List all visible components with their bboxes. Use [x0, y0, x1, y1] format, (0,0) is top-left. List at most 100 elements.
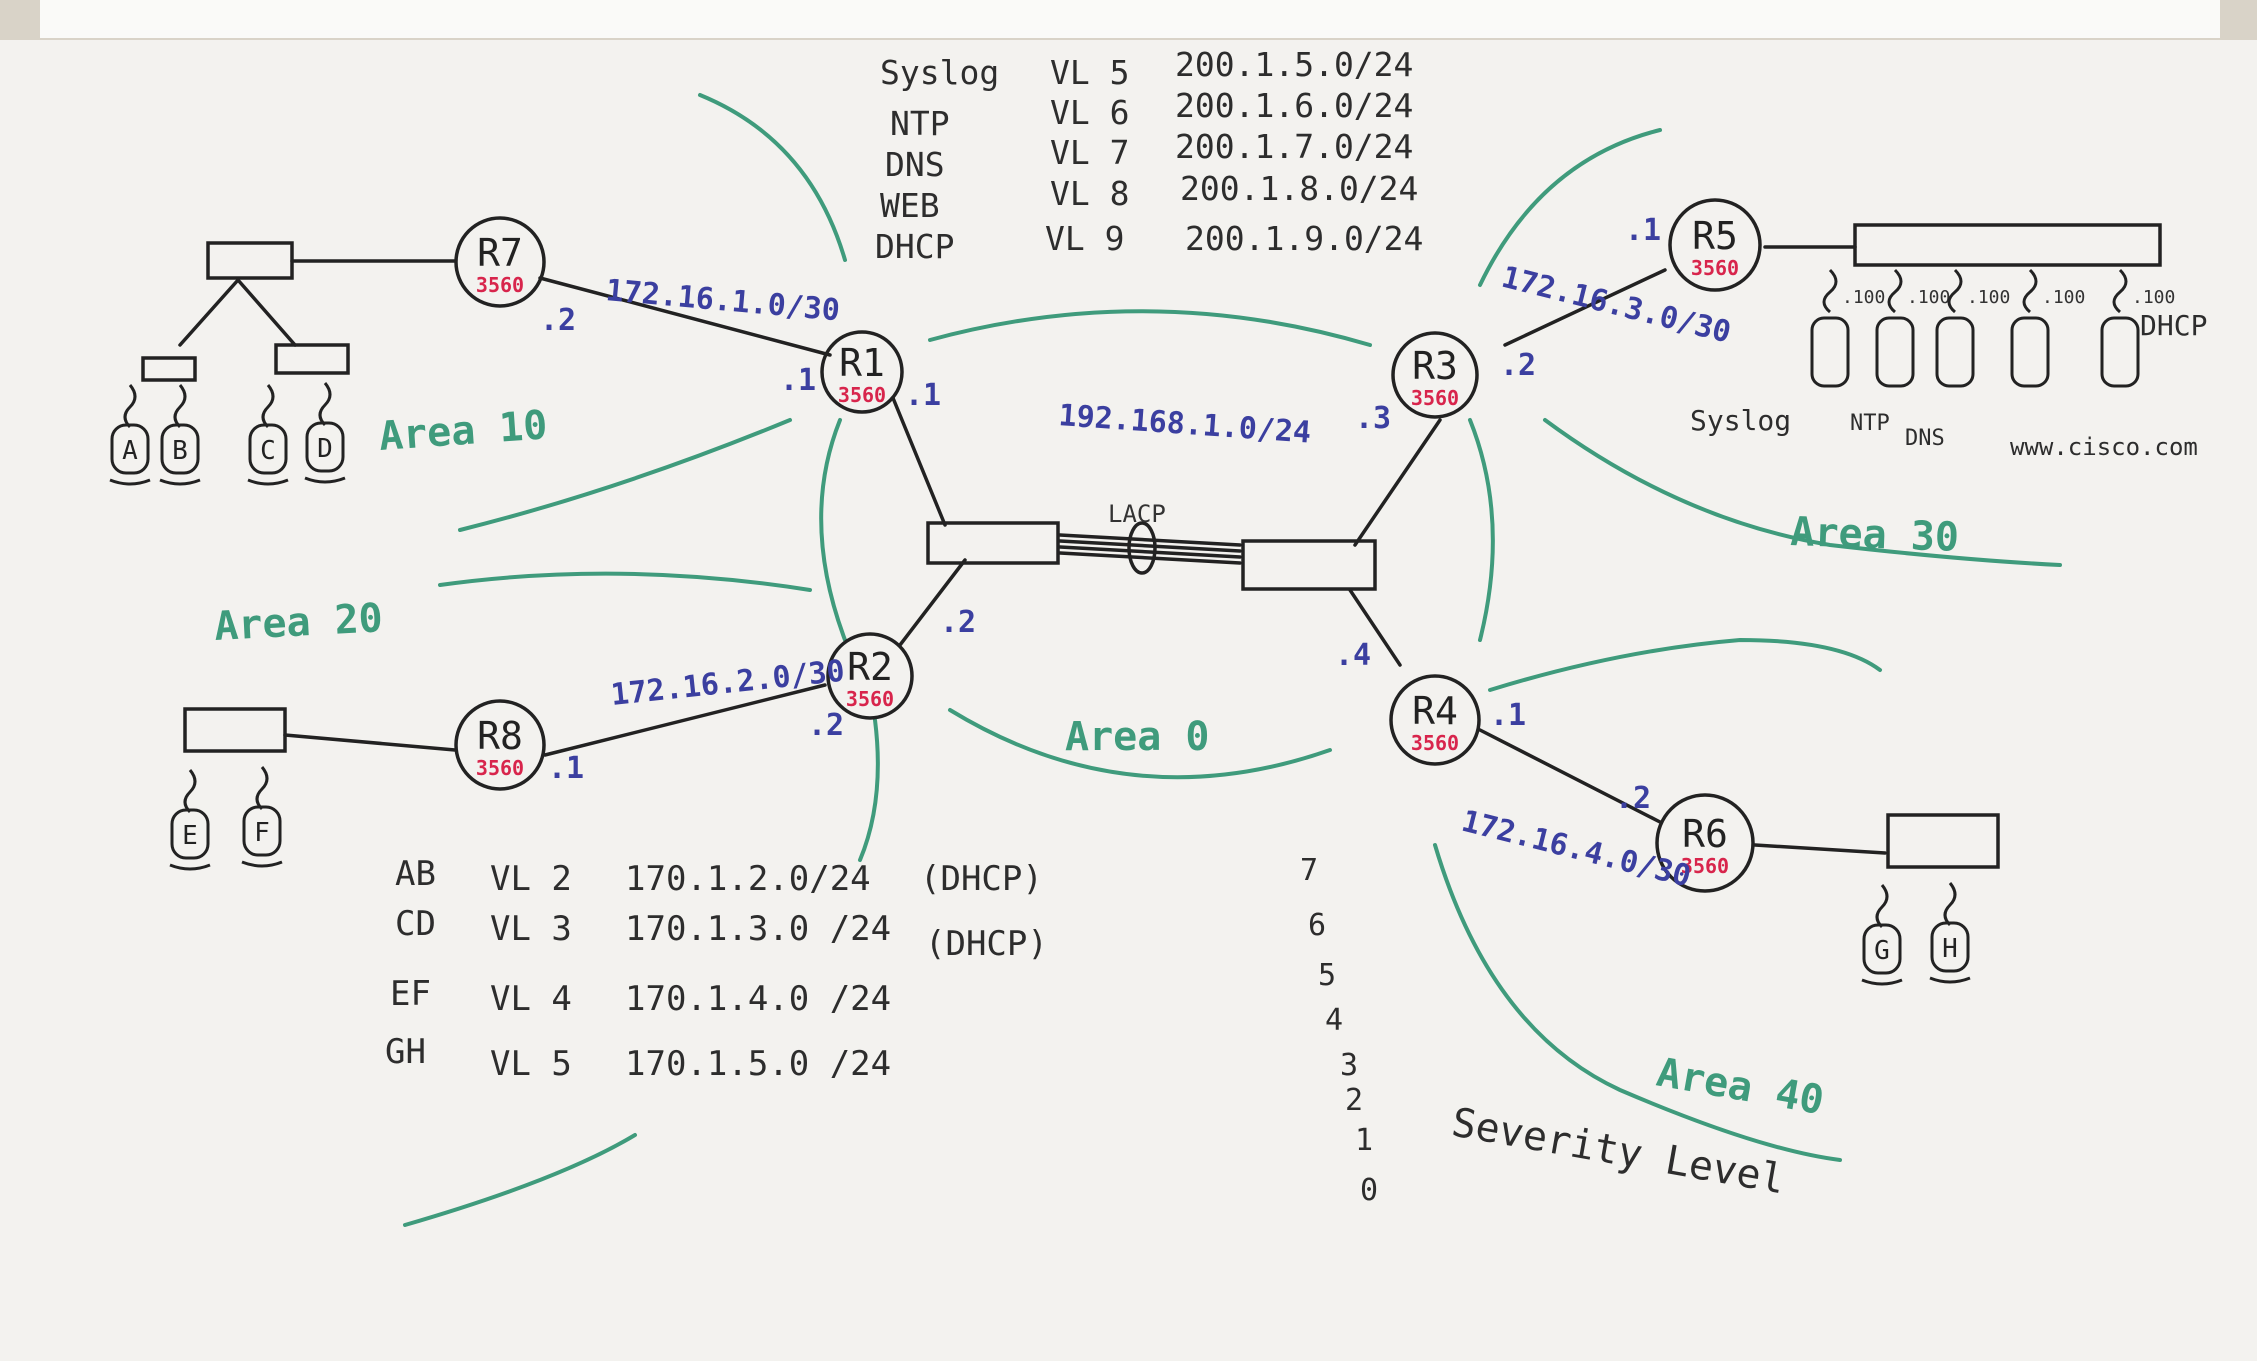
host-c-cable [261, 384, 275, 429]
area-20-label: Area 20 [213, 595, 384, 650]
server-4: .100 [2010, 268, 2085, 388]
server-3: .100 [1935, 268, 2010, 388]
server-1-ip: .100 [1842, 287, 1885, 308]
host-b: B [159, 384, 201, 486]
area-30-label: Area 30 [1790, 509, 1960, 561]
vlan-subnet-4: 170.1.5.0 /24 [625, 1044, 891, 1084]
service-subnet-5: 200.1.9.0/24 [1185, 219, 1423, 258]
host-c-icon [248, 423, 288, 475]
switch-r8-lan [183, 707, 287, 753]
router-r3-circle [1391, 331, 1479, 419]
link-r4-r6 [1478, 728, 1662, 824]
area0-arc-top [928, 309, 1372, 347]
switch-cd [274, 343, 350, 375]
router-r7-circle [454, 216, 546, 308]
ifid-r1-s: .1 [905, 378, 941, 413]
vlan-id-1: VL 2 [490, 859, 572, 899]
service-name-5: DHCP [875, 227, 954, 266]
host-c: C [247, 384, 289, 486]
host-c-base [247, 478, 289, 486]
router-r2-name: R2 [847, 645, 893, 689]
router-r4-model: 3560 [1411, 731, 1459, 755]
host-f-label: F [254, 818, 270, 848]
host-d: D [304, 382, 346, 484]
routers: R73560R13560R23560R83560R33560R53560R435… [454, 198, 1762, 893]
server-label-web: www.cisco.com [2010, 433, 2198, 461]
router-r7-name: R7 [477, 231, 523, 275]
host-g-label: G [1874, 936, 1890, 966]
link-r8-switch [283, 733, 457, 752]
link-sw0b-r4 [1348, 588, 1402, 667]
host-b-base [159, 478, 201, 486]
host-h-label: H [1942, 934, 1958, 964]
service-vlan-1: VL 5 [1050, 53, 1129, 92]
router-r1-circle [820, 330, 904, 414]
service-vlan-4: VL 8 [1050, 174, 1129, 213]
area0-arc-left2 [858, 718, 880, 862]
vlan-hosts-4: GH [385, 1032, 426, 1072]
ifid-r2-n: .2 [940, 605, 976, 640]
router-r1-model: 3560 [838, 383, 886, 407]
server-label-syslog: Syslog [1690, 404, 1791, 437]
server-bar [1853, 223, 2162, 267]
server-1-icon [1810, 316, 1850, 388]
server-5-cable [2112, 268, 2128, 314]
switch-area0-left [926, 521, 1060, 565]
severity-0: 0 [1360, 1173, 1378, 1208]
lacp-label: LACP [1108, 500, 1166, 528]
server-3-ip: .100 [1967, 287, 2010, 308]
vlan-note-1: (DHCP) [920, 859, 1043, 899]
area-0-label: Area 0 [1065, 714, 1210, 760]
host-d-icon [305, 421, 345, 473]
host-h-base [1929, 976, 1971, 984]
network-links [178, 245, 1887, 855]
host-a-cable [123, 384, 137, 429]
board-surface [0, 40, 2257, 1361]
area20-arc-bottom [403, 1133, 637, 1227]
severity-1: 1 [1355, 1123, 1373, 1158]
service-name-3: DNS [885, 145, 945, 184]
switch-r7-lan [206, 241, 294, 280]
host-e-cable [183, 769, 197, 814]
vlan-hosts-2: CD [395, 904, 436, 944]
server-2: .100 [1875, 268, 1950, 388]
vlan-id-3: VL 4 [490, 979, 572, 1019]
host-e-base [169, 863, 211, 871]
severity-4: 4 [1325, 1003, 1343, 1038]
service-name-4: WEB [880, 186, 940, 225]
link-r3-r5 [1503, 268, 1667, 347]
router-r2-circle [826, 632, 914, 720]
host-h-cable [1943, 882, 1957, 927]
ifid-r2-w: .2 [808, 708, 844, 743]
services-table: Syslog VL 5 200.1.5.0/24 NTP VL 6 200.1.… [875, 45, 1423, 266]
vlan-note-2: (DHCP) [925, 924, 1048, 964]
server-1-cable [1822, 268, 1838, 314]
link-r2-sw0 [898, 558, 967, 647]
server-4-cable [2022, 268, 2038, 314]
host-c-label: C [260, 436, 276, 466]
vlan-hosts-1: AB [395, 854, 436, 894]
server-2-cable [1887, 268, 1903, 314]
ifid-r5: .1 [1625, 213, 1661, 248]
server-5-icon [2100, 316, 2140, 388]
service-subnet-3: 200.1.7.0/24 [1175, 127, 1413, 166]
server-2-ip: .100 [1907, 287, 1950, 308]
ifid-r1-w: .1 [780, 363, 816, 398]
service-vlan-2: VL 6 [1050, 93, 1129, 132]
server-label-dhcp: DHCP [2140, 309, 2207, 342]
service-name-1: Syslog [880, 53, 999, 92]
tree-sw-left [178, 278, 240, 347]
service-subnet-4: 200.1.8.0/24 [1180, 169, 1418, 208]
area30-arc-top [1478, 128, 1662, 287]
host-b-icon [160, 423, 200, 475]
switch-ab [141, 356, 197, 382]
host-g-cable [1875, 884, 1889, 929]
host-a-icon [110, 423, 150, 475]
area40-arc-bottom [1433, 843, 1842, 1162]
board-top-strip [40, 0, 2220, 38]
